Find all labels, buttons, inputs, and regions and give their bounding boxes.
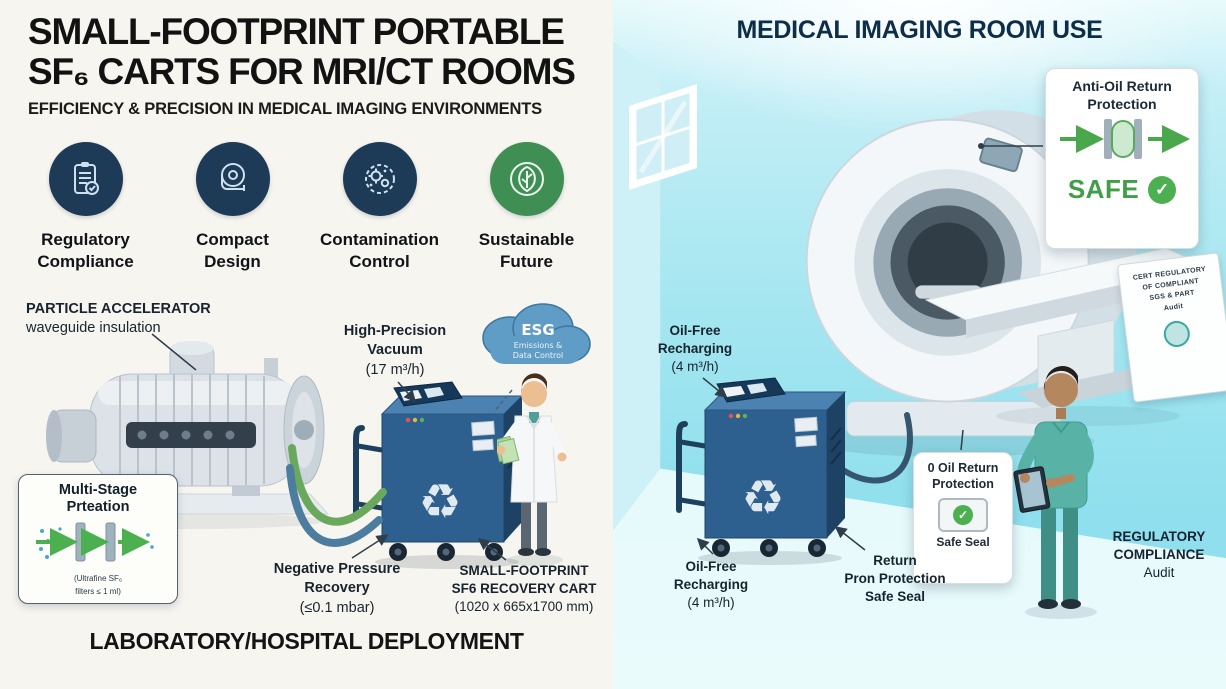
title-block: SMALL-FOOTPRINT PORTABLE SF₆ CARTS FOR M… [28,11,603,119]
esg-cloud: ESG Emissions & Data Control [482,303,591,364]
certificate-seal [1162,319,1192,349]
right-panel: MEDICAL IMAGING ROOM USE [613,0,1226,689]
leaf-icon [489,142,564,216]
feature-sustainable-future: Sustainable Future [453,142,600,274]
safe-seal-badge: ✓ [938,498,988,533]
left-panel: SMALL-FOOTPRINT PORTABLE SF₆ CARTS FOR M… [0,0,613,689]
feature-label: Regulatory Compliance [37,230,134,272]
feature-label: Sustainable Future [478,230,575,272]
regulatory-audit-label: REGULATORY COMPLIANCE Audit [1112,529,1206,580]
window [629,84,697,190]
oil-return-line1: 0 Oil Return [927,461,999,475]
measuring-tape-icon [195,142,270,216]
oil-free-bottom-label: Oil-Free Recharging (4 m³/h) [673,559,749,610]
safe-row: SAFE ✓ [1046,174,1198,205]
multi-stage-title-line2: Prteation [66,499,130,516]
anti-oil-callout: Anti-Oil Return Protection SAFE ✓ [1045,68,1199,249]
cloud-line2: Emissions & [514,341,563,350]
negative-pressure-label: Negative Pressure Recovery (≤0.1 mbar) [273,561,401,616]
feature-contamination-control: Contamination Control [306,142,453,274]
main-title-line1: SMALL-FOOTPRINT PORTABLE [28,11,565,52]
cloud-line3: Data Control [513,351,564,360]
check-icon: ✓ [953,505,973,526]
feature-row: Regulatory Compliance Compact Design [12,142,602,274]
return-protection-label: Return Pron Protection Safe Seal [844,553,946,604]
recharging-cart [675,368,855,568]
feature-label: Contamination Control [320,230,439,272]
virus-icon [342,142,417,216]
feature-label: Compact Design [196,230,269,272]
cart-label: SMALL-FOOTPRINT SF6 RECOVERY CART (1020 … [451,563,597,614]
oil-return-callout: 0 Oil Return Protection ✓ Safe Seal [913,452,1013,584]
lab-technician [497,373,567,566]
feature-compact-design: Compact Design [159,142,306,274]
safe-label: SAFE [1067,174,1140,204]
imaging-technician [1013,366,1097,619]
clipboard-icon [48,142,123,216]
anti-oil-title-line2: Protection [1087,95,1157,112]
right-panel-title: MEDICAL IMAGING ROOM USE [736,16,1103,44]
multi-stage-title-line1: Multi-Stage [58,482,138,498]
deployment-footer: LABORATORY/HOSPITAL DEPLOYMENT [89,628,524,654]
vacuum-label: High-Precision Vacuum (17 m³/h) [343,323,447,378]
multi-stage-caption-line2: filters ≤ 1 ml) [75,586,121,596]
cart-to-mri-hose [840,412,913,484]
safe-seal-label: Safe Seal [936,535,990,550]
oil-free-top-label: Oil-Free Recharging (4 m³/h) [657,323,733,374]
main-title-line2: SF₆ CARTS FOR MRI/CT ROOMS [28,51,576,93]
anti-oil-title-line1: Anti-Oil Return [1072,78,1172,94]
particle-accelerator-label: PARTICLE ACCELERATOR waveguide insulatio… [26,301,211,337]
check-icon: ✓ [1148,175,1177,204]
compliance-certificate: CERT REGULATORY OF COMPLIANT SGS & PART … [1116,252,1226,403]
multi-stage-caption-line1: (Ultrafine SF₆ [73,573,123,583]
multi-stage-filtration-box: Multi-Stage Prteation [18,474,178,605]
filtration-diagram [36,522,154,562]
anti-oil-diagram [1060,119,1190,159]
cloud-esg-text: ESG [521,321,554,339]
subtitle: EFFICIENCY & PRECISION IN MEDICAL IMAGIN… [28,99,542,118]
oil-return-line2: Protection [932,476,994,491]
feature-regulatory-compliance: Regulatory Compliance [12,142,159,274]
